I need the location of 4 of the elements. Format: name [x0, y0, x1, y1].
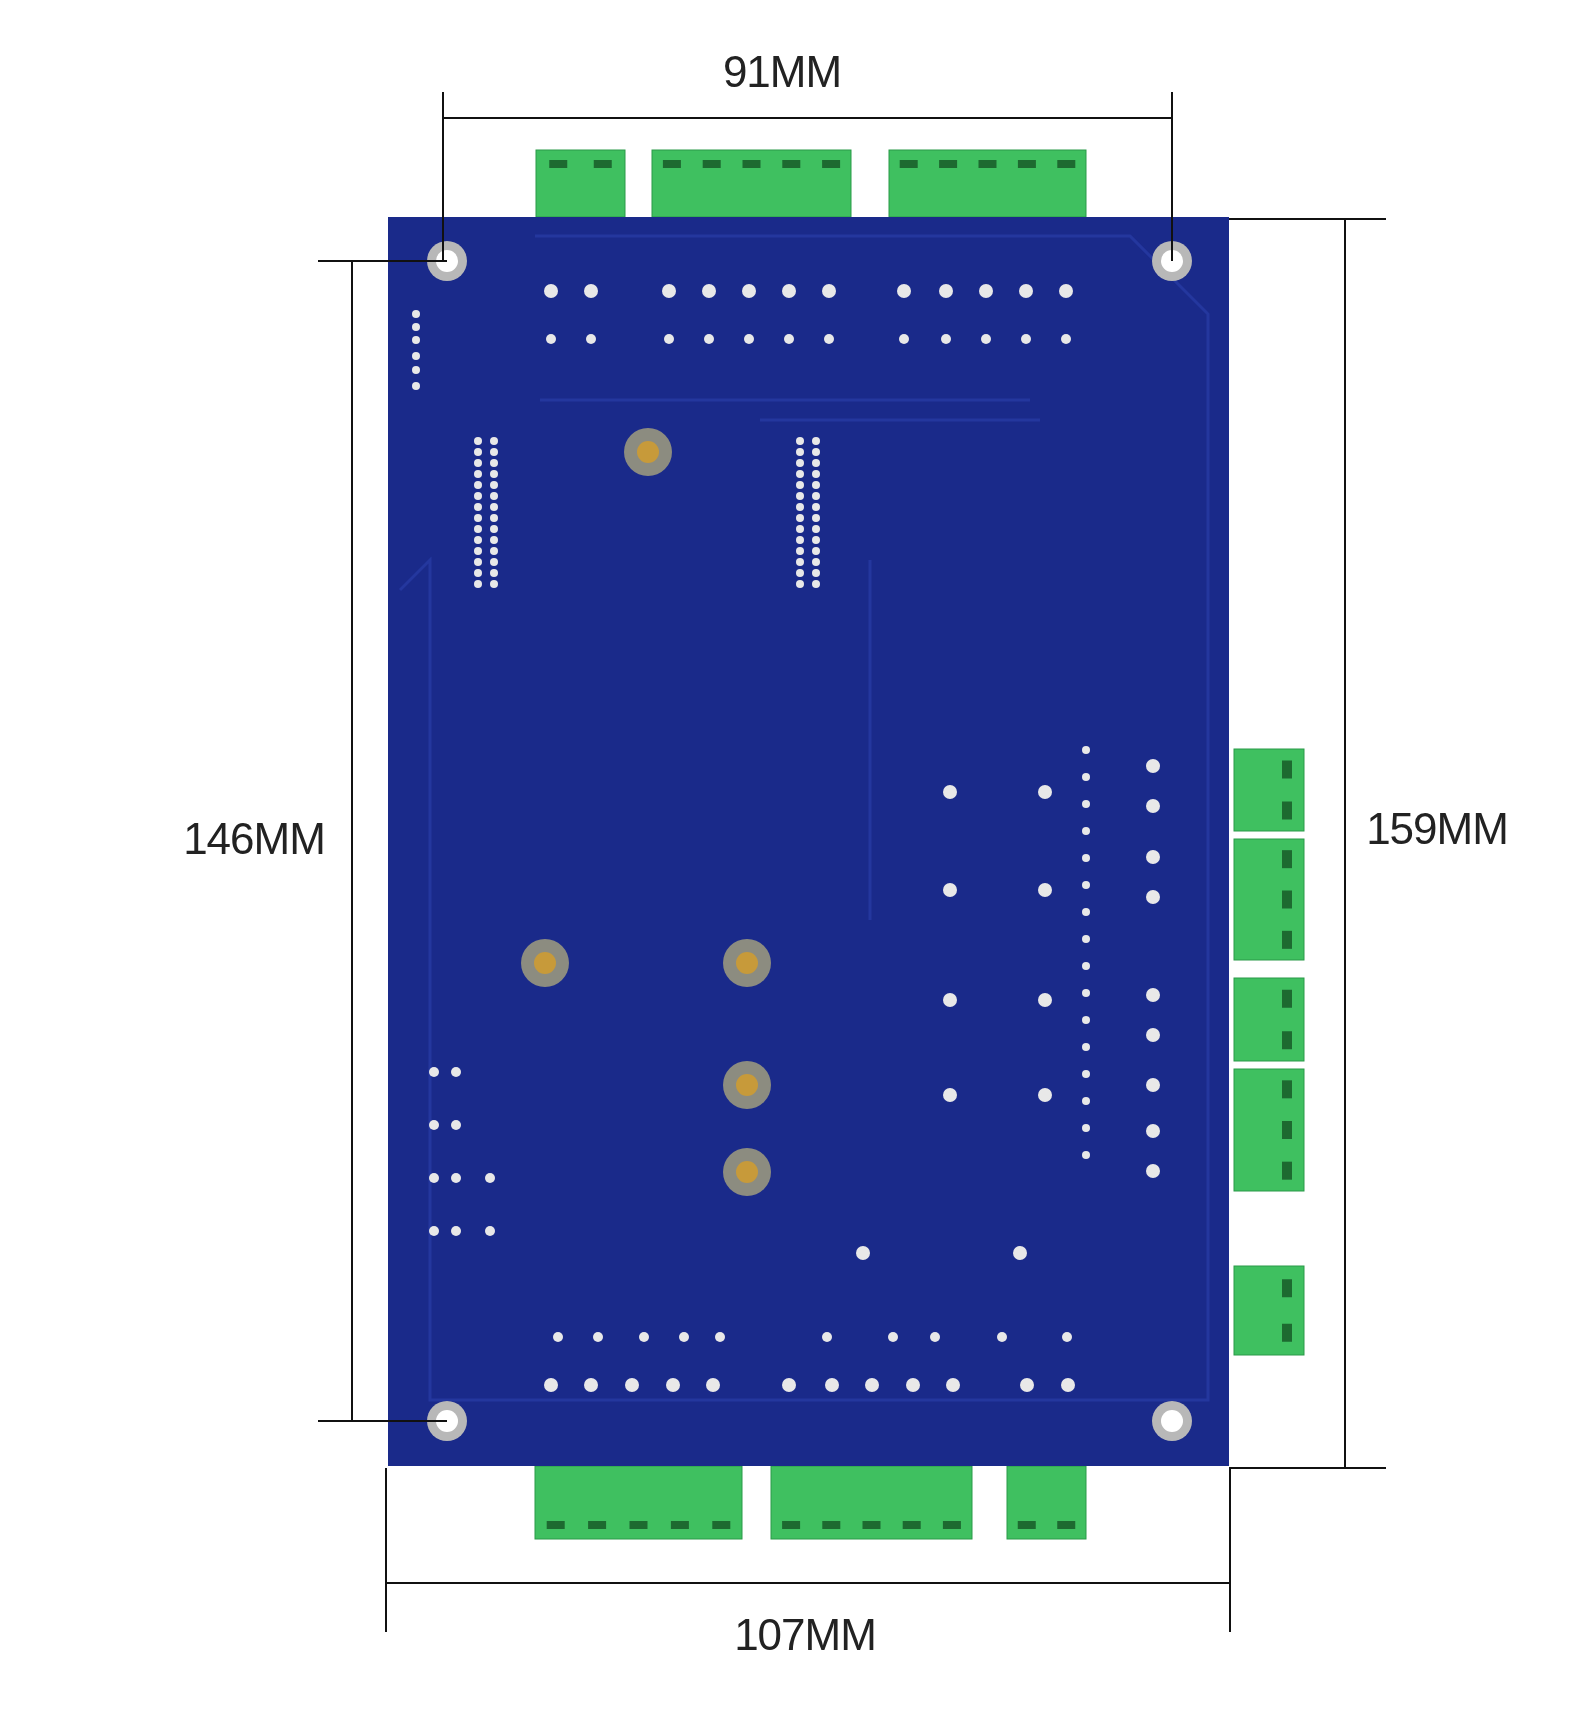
dimension-label: 107MM [734, 1610, 876, 1660]
dimension-label: 159MM [1366, 804, 1508, 854]
dimension-label: 146MM [183, 814, 325, 864]
dimension-label: 91MM [722, 47, 842, 97]
